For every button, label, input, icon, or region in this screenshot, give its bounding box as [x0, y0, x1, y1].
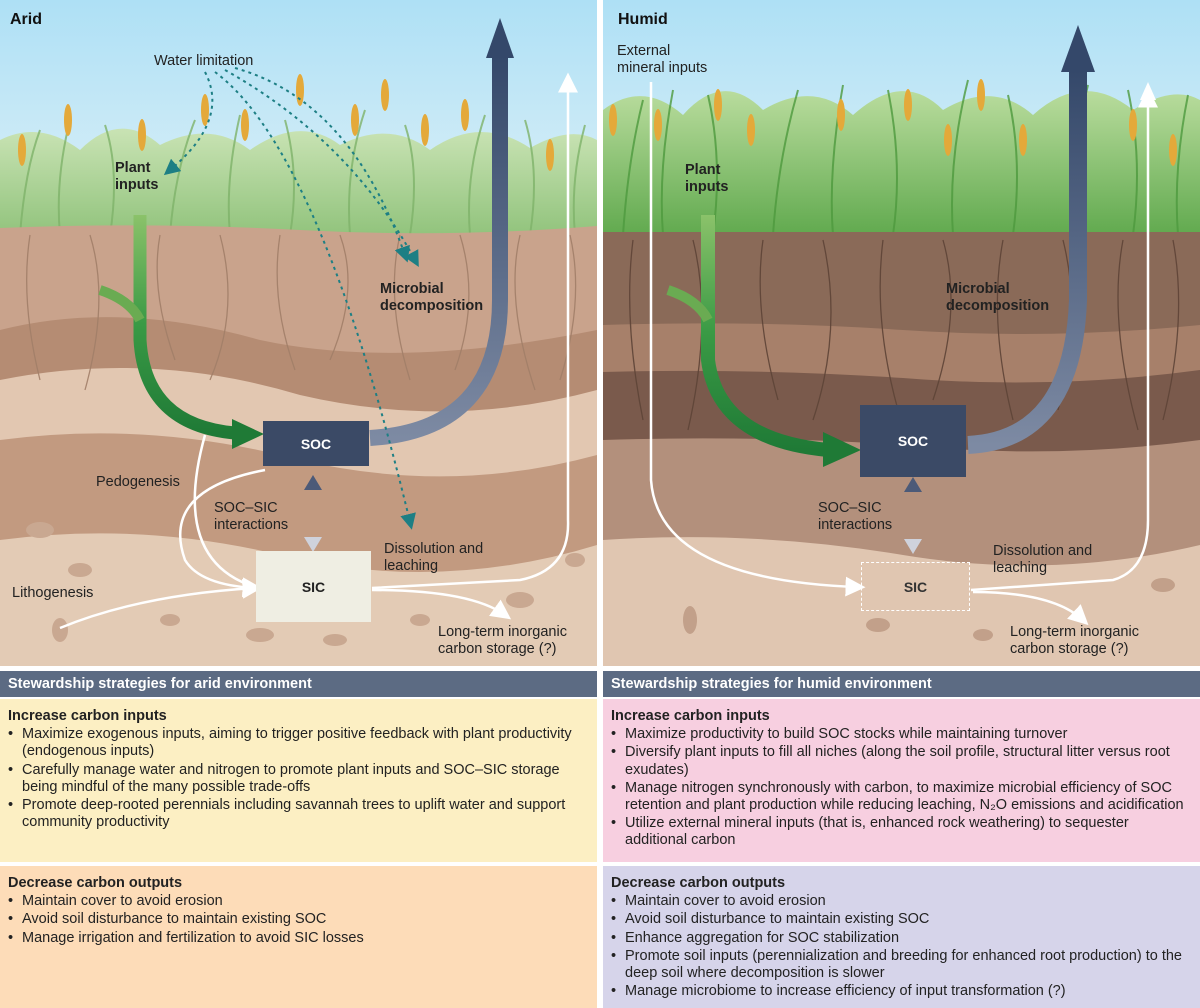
- plant-inputs-label: Plant inputs: [685, 162, 729, 195]
- humid-title: Humid: [618, 11, 668, 28]
- long-term-storage-label: Long-term inorganic carbon storage (?): [438, 624, 567, 657]
- lithogenesis-label: Lithogenesis: [12, 585, 94, 601]
- microbial-decomposition-label: Microbial decomposition: [380, 281, 484, 314]
- list-item: Enhance aggregation for SOC stabilizatio…: [611, 930, 1192, 947]
- list-item: Manage nitrogen synchronously with carbo…: [611, 780, 1192, 814]
- sic-box: SIC: [256, 551, 371, 622]
- list-item: Avoid soil disturbance to maintain exist…: [8, 911, 589, 928]
- list-item: Carefully manage water and nitrogen to p…: [8, 762, 589, 796]
- list-item: Manage microbiome to increase efficiency…: [611, 983, 1192, 1000]
- list-item: Promote soil inputs (perennialization an…: [611, 948, 1192, 982]
- microbial-decomposition-label: Microbial decomposition: [946, 281, 1050, 314]
- humid-decrease-list: Maintain cover to avoid erosion Avoid so…: [611, 893, 1192, 1000]
- humid-decrease-section: Decrease carbon outputs Maintain cover t…: [603, 866, 1200, 1008]
- arid-increase-list: Maximize exogenous inputs, aiming to tri…: [8, 726, 589, 831]
- arid-increase-section: Increase carbon inputs Maximize exogenou…: [0, 699, 597, 862]
- arid-increase-title: Increase carbon inputs: [8, 708, 167, 724]
- list-item: Diversify plant inputs to fill all niche…: [611, 744, 1192, 778]
- arid-strategies-header: Stewardship strategies for arid environm…: [0, 671, 597, 697]
- list-item: Maintain cover to avoid erosion: [611, 893, 1192, 910]
- external-mineral-inputs-label: External mineral inputs: [617, 43, 708, 76]
- list-item: Promote deep-rooted perennials including…: [8, 797, 589, 831]
- humid-increase-title: Increase carbon inputs: [611, 708, 770, 724]
- soc-sic-interactions-label: SOC–SIC interactions: [818, 500, 893, 533]
- list-item: Utilize external mineral inputs (that is…: [611, 815, 1192, 849]
- humid-illustration: [603, 0, 1200, 666]
- arid-title: Arid: [10, 11, 42, 28]
- list-item: Maximize productivity to build SOC stock…: [611, 726, 1192, 743]
- pedogenesis-label: Pedogenesis: [96, 474, 180, 490]
- arid-decrease-list: Maintain cover to avoid erosion Avoid so…: [8, 893, 589, 947]
- plant-inputs-label: Plant inputs: [115, 160, 159, 193]
- sic-box: SIC: [861, 562, 970, 611]
- soc-box: SOC: [263, 421, 369, 466]
- soc-box: SOC: [860, 405, 966, 477]
- list-item: Maximize exogenous inputs, aiming to tri…: [8, 726, 589, 760]
- humid-decrease-title: Decrease carbon outputs: [611, 875, 786, 891]
- humid-increase-list: Maximize productivity to build SOC stock…: [611, 726, 1192, 849]
- water-limitation-label: Water limitation: [154, 53, 254, 69]
- list-item: Avoid soil disturbance to maintain exist…: [611, 911, 1192, 928]
- humid-strategies-header: Stewardship strategies for humid environ…: [603, 671, 1200, 697]
- list-item: Manage irrigation and fertilization to a…: [8, 930, 589, 947]
- soc-sic-interactions-label: SOC–SIC interactions: [214, 500, 289, 533]
- humid-panel: Humid External mineral inputs Plant inpu…: [603, 0, 1200, 666]
- arid-decrease-section: Decrease carbon outputs Maintain cover t…: [0, 866, 597, 1008]
- dissolution-leaching-label: Dissolution and leaching: [384, 541, 484, 574]
- long-term-storage-label: Long-term inorganic carbon storage (?): [1010, 624, 1139, 657]
- dissolution-leaching-label: Dissolution and leaching: [993, 543, 1093, 576]
- arid-panel: Arid Water limitation Plant inputs Micro…: [0, 0, 597, 666]
- humid-increase-section: Increase carbon inputs Maximize producti…: [603, 699, 1200, 862]
- list-item: Maintain cover to avoid erosion: [8, 893, 589, 910]
- arid-decrease-title: Decrease carbon outputs: [8, 875, 183, 891]
